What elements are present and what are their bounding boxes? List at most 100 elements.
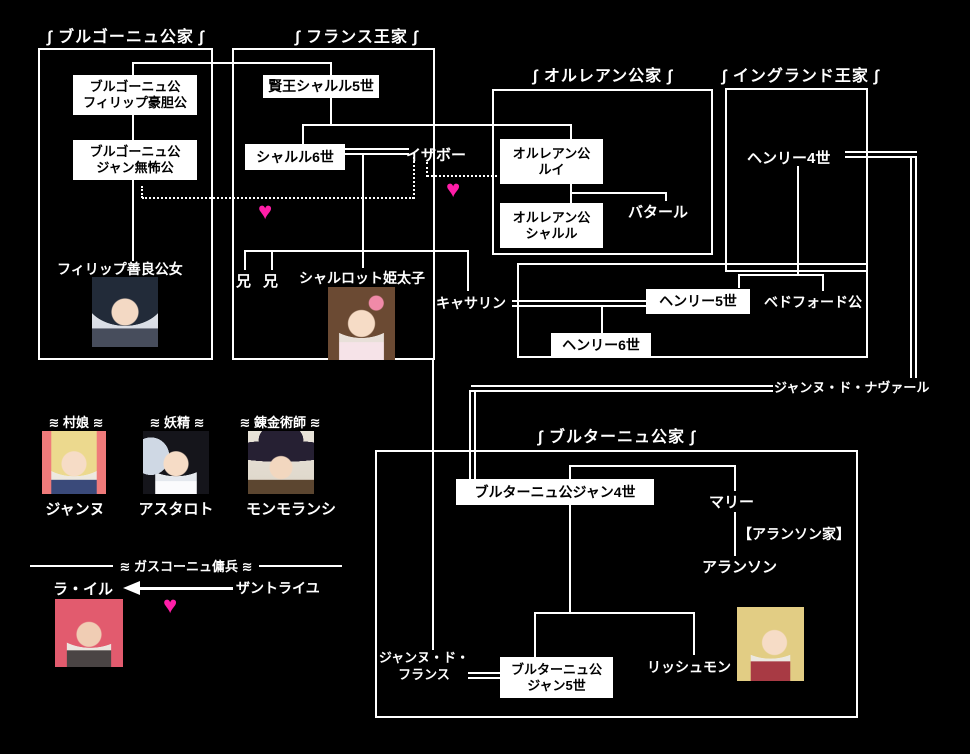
affair-dotted-line [413, 157, 415, 199]
marriage-line-jeannefrance-jean5 [468, 672, 501, 679]
affair-dotted-line [427, 175, 497, 177]
label-isabeau: イザボー [406, 147, 467, 164]
arrow-shaft [139, 587, 233, 590]
connector-line [601, 306, 603, 333]
label-alencon: アランソン [702, 559, 778, 576]
header-rule [258, 564, 343, 567]
person-box-louis-orleans: オルレアン公 ルイ [500, 139, 603, 184]
portrait-charlotte [328, 287, 395, 360]
label-montmorency: モンモランシ [245, 501, 336, 518]
person-box-charles5: 賢王シャルル5世 [263, 75, 379, 98]
affair-dotted-line [426, 162, 428, 177]
role-label-fairy: 妖精 [131, 412, 223, 431]
love-arrow-icon [123, 581, 233, 595]
connector-line [665, 192, 667, 201]
label-charlotte: シャルロット姫太子 [299, 270, 425, 286]
portrait-montmorency [248, 431, 314, 494]
connector-line [362, 155, 364, 268]
england-family-header: イングランド王家 [722, 62, 874, 86]
label-jeanne: ジャンヌ [45, 501, 105, 518]
header-rule [30, 564, 114, 567]
affair-dotted-line [142, 197, 414, 199]
marriage-line-charles6-isabeau [345, 148, 409, 155]
person-box-jean5: ブルターニュ公 ジャン5世 [500, 657, 613, 698]
label-catherine: キャサリン [436, 295, 506, 311]
connector-line [797, 166, 799, 275]
label-la-hire: ラ・イル [53, 581, 114, 598]
label-brother-1: 兄 [236, 273, 252, 290]
connector-line [738, 274, 824, 276]
gascony-mercenary-header: ガスコーニュ傭兵 [30, 556, 343, 575]
portrait-richemont [737, 607, 804, 681]
person-box-philip-bold: ブルゴーニュ公 フィリップ豪胆公 [73, 75, 197, 115]
brittany-family-frame [375, 450, 858, 718]
label-marie: マリー [709, 494, 755, 511]
person-box-charles-orleans: オルレアン公 シャルル [500, 203, 603, 248]
connector-line [330, 97, 332, 126]
heart-icon: ♥ [258, 198, 273, 225]
portrait-jeanne [42, 431, 106, 494]
portrait-astaroth [143, 431, 209, 494]
connector-line [569, 465, 736, 467]
label-brother-2: 兄 [263, 273, 279, 290]
sibling-line [534, 612, 695, 614]
label-jeanne-de-france: ジャンヌ・ド・ フランス [378, 650, 470, 682]
marriage-line-catherine-henry5 [512, 300, 648, 307]
connector-line [330, 62, 332, 76]
burgundy-family-header: ブルゴーニュ公家 [45, 23, 207, 47]
connector-line [271, 250, 273, 270]
label-richemont: リッシュモン [647, 659, 731, 675]
burgundy-family-frame [38, 48, 213, 360]
connector-line [467, 250, 469, 291]
connector-line [132, 177, 134, 261]
connector-line [822, 274, 824, 291]
connector-line [734, 465, 736, 491]
connector-line [302, 124, 572, 126]
connector-line [132, 62, 134, 76]
heart-icon: ♥ [163, 592, 178, 619]
label-xaintrailles: ザントライユ [236, 580, 320, 596]
role-label-alchemist: 錬金術師 [224, 412, 336, 431]
france-family-header: フランス王家 [286, 23, 428, 47]
connector-line [302, 124, 304, 145]
connector-line [570, 192, 667, 194]
portrait-philippa [92, 277, 158, 347]
connector-line [432, 360, 434, 650]
sibling-line [244, 250, 469, 252]
connector-line [133, 62, 332, 64]
label-bedford: ベドフォード公 [764, 294, 862, 310]
brittany-family-header: ブルターニュ公家 [537, 423, 697, 447]
connector-line [693, 612, 695, 655]
label-henry4: ヘンリー4世 [747, 150, 831, 167]
label-philippa: フィリップ善良公女 [57, 261, 183, 277]
marriage-line-henry4-navarre [910, 156, 917, 378]
label-alencon-family: 【アランソン家】 [738, 526, 850, 542]
connector-line [734, 512, 736, 556]
affair-dotted-line [141, 186, 143, 198]
connector-line [534, 612, 536, 658]
connector-line [569, 465, 571, 614]
person-box-jean4: ブルターニュ公ジャン4世 [456, 479, 654, 505]
arrowhead-icon [123, 581, 140, 595]
label-batard: バタール [628, 204, 689, 221]
marriage-line-navarre-jean4 [469, 390, 476, 482]
connector-line [132, 105, 134, 141]
person-box-jean-fearless: ブルゴーニュ公 ジャン無怖公 [73, 140, 197, 180]
heart-icon: ♥ [446, 176, 461, 203]
label-astaroth: アスタロト [138, 501, 214, 518]
connector-line [570, 124, 572, 140]
orleans-family-header: オルレアン公家 [531, 62, 675, 86]
marriage-line-navarre-jean4 [471, 385, 773, 392]
label-navarre: ジャンヌ・ド・ナヴァール [774, 380, 930, 395]
orleans-family-frame [492, 89, 713, 255]
england-family-frame [725, 88, 868, 272]
portrait-la-hire [55, 599, 123, 667]
marriage-line-henry4-navarre [845, 151, 917, 158]
england-family-frame-extension [517, 263, 868, 358]
connector-line [244, 250, 246, 270]
person-box-henry5: ヘンリー5世 [646, 289, 750, 314]
role-label-village-girl: 村娘 [26, 412, 126, 431]
connector-line [738, 274, 740, 288]
person-box-henry6: ヘンリー6世 [551, 333, 651, 358]
